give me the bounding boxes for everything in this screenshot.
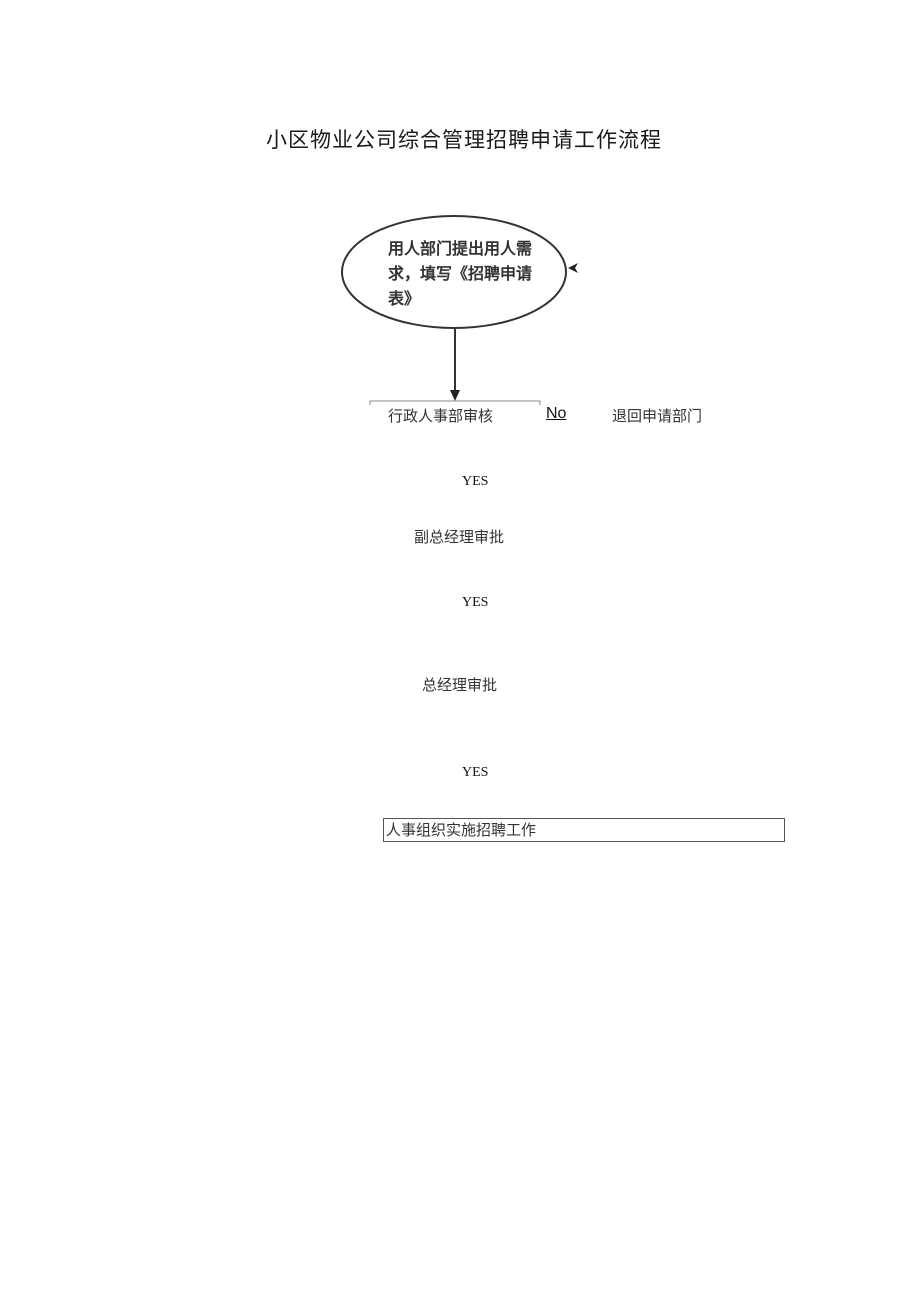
review-bracket [369,400,541,405]
page-title: 小区物业公司综合管理招聘申请工作流程 [266,128,662,152]
step-deputy-gm-approval: 副总经理审批 [414,528,505,546]
step-implement-box: 人事组织实施招聘工作 [383,818,785,842]
return-arrow-head-icon [568,263,578,273]
reject-target: 退回申请部门 [612,407,703,425]
yes-label-3: YES [462,765,489,780]
step-hr-review: 行政人事部审核 [388,407,494,425]
no-branch-label: No [546,405,567,422]
step-gm-approval: 总经理审批 [422,676,498,694]
start-node-text: 用人部门提出用人需求，填写《招聘申请表》 [388,239,533,308]
arrow-head-icon [450,390,460,401]
yes-label-1: YES [462,474,489,489]
yes-label-2: YES [462,595,489,610]
